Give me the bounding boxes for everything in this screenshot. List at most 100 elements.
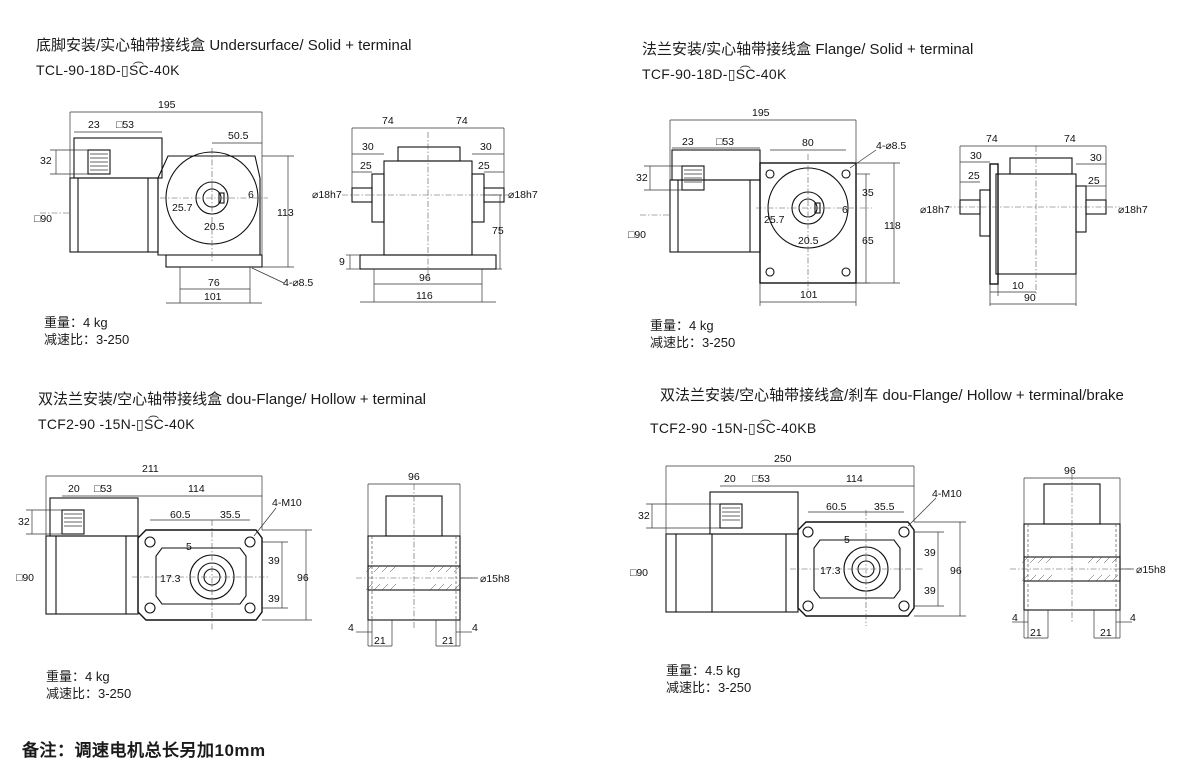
tl-side-dim-74b: 74	[456, 115, 468, 127]
br-side-dim-21b: 21	[1100, 627, 1112, 639]
bl-dim-39b: 39	[268, 593, 280, 605]
tl-title: 底脚安装/实心轴带接线盒 Undersurface/ Solid + termi…	[36, 37, 412, 54]
tr-dim-25-7: 25.7	[764, 214, 785, 226]
bl-side-dim-96: 96	[408, 471, 420, 483]
tr-side-dim-25a: 25	[968, 170, 980, 182]
br-dim-114: 114	[846, 473, 863, 485]
bl-title: 双法兰安装/空心轴带接线盒 dou-Flange/ Hollow + termi…	[38, 391, 427, 408]
tr-dim-23: 23	[682, 136, 694, 148]
tl-dim-4-8-5: 4-⌀8.5	[283, 277, 313, 289]
tr-dim-101: 101	[800, 289, 818, 301]
bl-side-view: 96 ⌀15h8 4 21 4 21	[348, 471, 510, 647]
br-dim-20: 20	[724, 473, 736, 485]
tr-dim-6: 6	[842, 204, 848, 216]
br-dim-53: □53	[752, 473, 770, 485]
br-dim-17-3: 17.3	[820, 565, 841, 577]
tr-side-dim-25b: 25	[1088, 175, 1100, 187]
bl-weight: 重量：4 kg	[46, 669, 110, 684]
br-side-dim-15: ⌀15h8	[1136, 564, 1166, 576]
tl-side-dim-30b: 30	[480, 141, 492, 153]
tl-side-dim-25b: 25	[478, 160, 490, 172]
br-dim-35-5: 35.5	[874, 501, 895, 513]
bl-side-dim-4a: 4	[348, 622, 354, 634]
tl-dim-101: 101	[204, 291, 222, 303]
bl-dim-20: 20	[68, 483, 80, 495]
tr-dim-90: □90	[628, 229, 646, 241]
tr-front-view: 195 23 □53 80 32 4-⌀8.5 35 6 25.7 20.5 □…	[628, 107, 906, 306]
tl-weight: 重量：4 kg	[44, 315, 108, 330]
br-dim-4-m10: 4-M10	[932, 488, 962, 500]
bl-model: TCF2-90 -15N-▯S͡C-40K	[38, 416, 195, 432]
bl-side-dim-21b: 21	[442, 635, 454, 647]
tr-dim-118: 118	[884, 220, 901, 232]
tr-weight: 重量：4 kg	[650, 318, 714, 333]
br-side-dim-4b: 4	[1130, 612, 1136, 624]
tr-dim-65: 65	[862, 235, 874, 247]
tl-dim-25-7: 25.7	[172, 202, 193, 214]
tr-model: TCF-90-18D-▯S͡C-40K	[642, 66, 787, 82]
tr-side-dim-74b: 74	[1064, 133, 1076, 145]
br-dim-32: 32	[638, 510, 650, 522]
bl-dim-5: 5	[186, 541, 192, 553]
bl-dim-211: 211	[142, 463, 159, 475]
tr-dim-80: 80	[802, 137, 814, 149]
tr-dim-32: 32	[636, 172, 648, 184]
bl-dim-35-5: 35.5	[220, 509, 241, 521]
tl-side-dim-9: 9	[339, 256, 345, 268]
tr-dim-53: □53	[716, 136, 734, 148]
tl-side-dim-75: 75	[492, 225, 504, 237]
br-dim-39a: 39	[924, 547, 936, 559]
bl-side-dim-21a: 21	[374, 635, 386, 647]
tl-dim-20-5: 20.5	[204, 221, 225, 233]
br-dim-39b: 39	[924, 585, 936, 597]
tr-dim-4-8-5: 4-⌀8.5	[876, 140, 906, 152]
bl-dim-17-3: 17.3	[160, 573, 181, 585]
tl-dim-195: 195	[158, 99, 176, 111]
tr-side-dim-90: 90	[1024, 292, 1036, 304]
bl-dim-39a: 39	[268, 555, 280, 567]
tl-dim-32: 32	[40, 155, 52, 167]
tl-side-view: 74 74 30 30 25 25 ⌀18h7 ⌀18h7 75 9 96 11…	[312, 115, 538, 303]
tl-dim-90: □90	[34, 213, 52, 225]
tl-ratio: 减速比：3-250	[44, 332, 130, 347]
bl-dim-60-5: 60.5	[170, 509, 191, 521]
br-side-dim-4a: 4	[1012, 612, 1018, 624]
tl-side-dim-116: 116	[416, 290, 433, 302]
tl-side-dim-96: 96	[419, 272, 431, 284]
tr-dim-195: 195	[752, 107, 770, 119]
br-weight: 重量：4.5 kg	[666, 663, 741, 678]
tl-side-dim-30a: 30	[362, 141, 374, 153]
br-front-view: 250 20 □53 114 4-M10 32 60.5 35.5 5 39 3…	[630, 453, 966, 626]
bl-ratio: 减速比：3-250	[46, 686, 132, 701]
br-dim-96: 96	[950, 565, 962, 577]
tl-dim-6: 6	[248, 189, 254, 201]
bl-dim-90: □90	[16, 572, 34, 584]
tl-dim-23: 23	[88, 119, 100, 131]
tl-dim-53: □53	[116, 119, 134, 131]
tr-ratio: 减速比：3-250	[650, 335, 736, 350]
bl-front-view: 211 20 □53 114 4-M10 32 60.5 35.5 5 39 3…	[16, 463, 312, 630]
tl-side-dim-25a: 25	[360, 160, 372, 172]
bl-side-dim-15: ⌀15h8	[480, 573, 510, 585]
tr-dim-20-5: 20.5	[798, 235, 819, 247]
bl-dim-114: 114	[188, 483, 205, 495]
tr-side-dim-30b: 30	[1090, 152, 1102, 164]
br-ratio: 减速比：3-250	[666, 680, 752, 695]
br-side-dim-96: 96	[1064, 465, 1076, 477]
br-dim-90: □90	[630, 567, 648, 579]
br-title: 双法兰安装/空心轴带接线盒/刹车 dou-Flange/ Hollow + te…	[660, 387, 1124, 404]
tl-dim-50-5: 50.5	[228, 130, 249, 142]
tl-side-dim-18a: ⌀18h7	[312, 189, 342, 201]
br-model: TCF2-90 -15N-▯S͡C-40KB	[650, 420, 817, 436]
tl-front-view: 195 23 □53 50.5 32 6 25.7 20.5 □90 113 7…	[34, 99, 313, 304]
tl-dim-113: 113	[277, 207, 294, 219]
tl-side-dim-18b: ⌀18h7	[508, 189, 538, 201]
bl-dim-4-m10: 4-M10	[272, 497, 302, 509]
tr-dim-35: 35	[862, 187, 874, 199]
tr-side-dim-18b: ⌀18h7	[1118, 204, 1148, 216]
tl-model: TCL-90-18D-▯S͡C-40K	[36, 62, 180, 78]
tr-side-view: 74 74 30 30 25 25 ⌀18h7 ⌀18h7 10 90	[920, 133, 1148, 306]
tl-dim-76: 76	[208, 277, 220, 289]
br-side-dim-21a: 21	[1030, 627, 1042, 639]
